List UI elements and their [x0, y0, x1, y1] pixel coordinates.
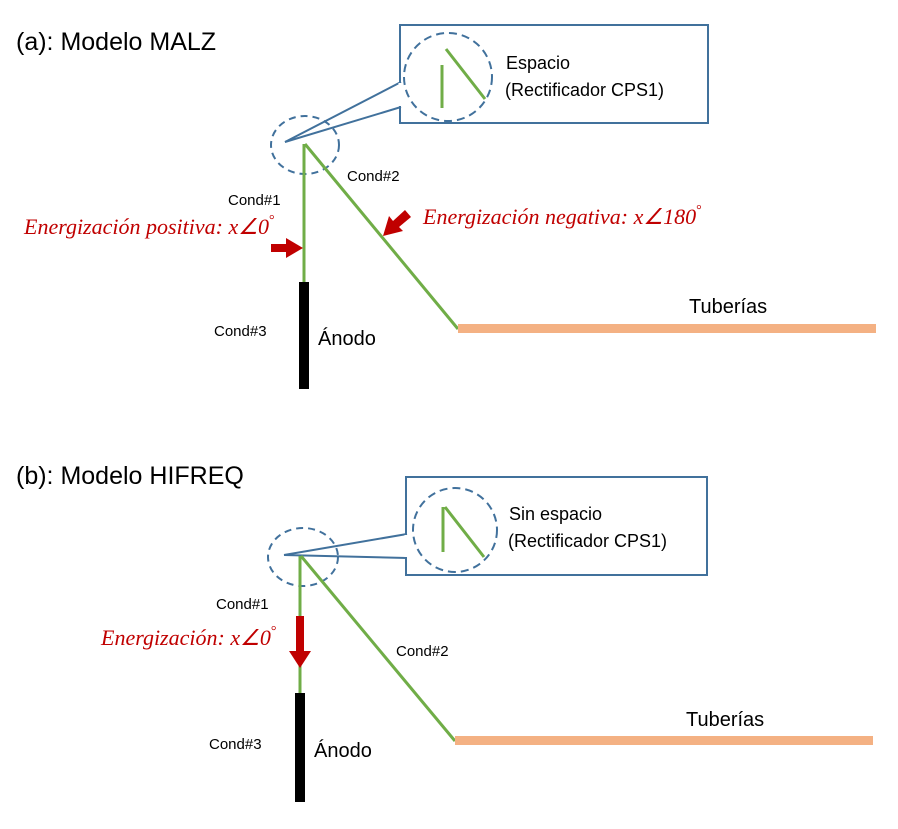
- pipes-label: Tuberías: [689, 296, 767, 318]
- zoom-cond2: [444, 48, 487, 100]
- callout-label: Sin espacio: [509, 504, 602, 524]
- panel-a-title: (a): Modelo MALZ: [16, 28, 216, 56]
- cond2-label: Cond#2: [347, 168, 400, 185]
- energ-label: Energización: x∠0°: [100, 624, 276, 650]
- callout-sublabel: (Rectificador CPS1): [508, 531, 667, 551]
- anode-bar: [299, 282, 309, 389]
- cond2-label: Cond#2: [396, 643, 449, 660]
- energ-positive-label: Energización positiva: x∠0°: [23, 213, 275, 239]
- zoom-circle: [403, 32, 493, 122]
- pipe-bar: [458, 324, 876, 333]
- callout-pointer-lower: [283, 554, 408, 559]
- cond2-line: [299, 555, 457, 742]
- callout-box: [399, 24, 709, 124]
- zoom-circle: [412, 487, 498, 573]
- anode-bar: [295, 693, 305, 802]
- callout-box: [405, 476, 708, 576]
- cond2-line: [303, 143, 460, 330]
- arrow-down-left-icon: [383, 210, 411, 236]
- panel-a: (a): Modelo MALZ Espacio (Rectificador C…: [16, 24, 876, 389]
- cond3-label: Cond#3: [214, 323, 267, 340]
- zoom-cond2: [443, 506, 486, 558]
- arrow-right-icon: [271, 238, 303, 258]
- callout-pointer-lower: [284, 106, 402, 143]
- energ-negative-label: Energización negativa: x∠180°: [422, 203, 702, 229]
- panel-b: (b): Modelo HIFREQ Sin espacio (Rectific…: [16, 462, 873, 802]
- cond3-label: Cond#3: [209, 736, 262, 753]
- callout-pointer-upper: [284, 81, 402, 143]
- arrow-down-icon: [289, 616, 311, 668]
- pipe-bar: [455, 736, 873, 745]
- anode-label: Ánodo: [318, 327, 376, 350]
- callout-pointer-upper: [283, 533, 408, 556]
- pipes-label: Tuberías: [686, 709, 764, 731]
- callout-label: Espacio: [506, 53, 570, 73]
- callout-sublabel: (Rectificador CPS1): [505, 80, 664, 100]
- junction-circle: [267, 527, 339, 587]
- panel-b-title: (b): Modelo HIFREQ: [16, 462, 244, 490]
- cond1-label: Cond#1: [228, 192, 281, 209]
- cond1-label: Cond#1: [216, 596, 269, 613]
- anode-label: Ánodo: [314, 739, 372, 762]
